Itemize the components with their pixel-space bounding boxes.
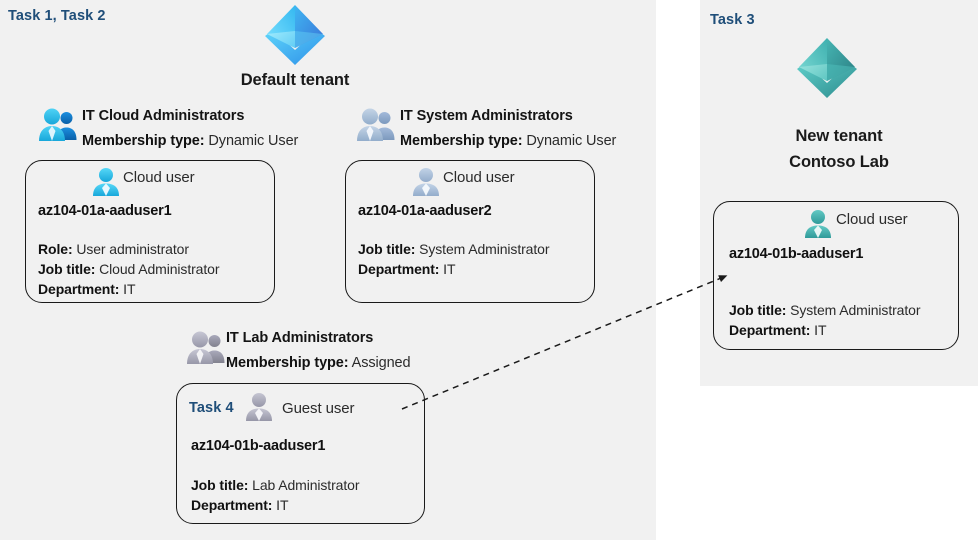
attr-job-title: Job title: System Administrator (358, 241, 550, 257)
attr-job-title-value: System Administrator (790, 302, 921, 318)
user-card-newtenant-az104-01b-aaduser1[interactable]: Cloud user az104-01b-aaduser1 Job title:… (713, 201, 959, 350)
task-label-4: Task 4 (189, 400, 234, 416)
attr-department-label: Department: (729, 322, 811, 338)
attr-job-title: Job title: Lab Administrator (191, 477, 359, 493)
group-users-icon-system-admins (356, 107, 396, 148)
attr-department-label: Department: (358, 261, 440, 277)
attr-job-title-label: Job title: (38, 261, 96, 277)
group-membership-system-admins: Membership type: Dynamic User (400, 133, 616, 149)
attr-job-title-label: Job title: (729, 302, 787, 318)
attr-department-label: Department: (191, 497, 273, 513)
attr-department: Department: IT (358, 261, 456, 277)
attr-job-title-value: Cloud Administrator (99, 261, 220, 277)
group-membership-lab-admins: Membership type: Assigned (226, 355, 411, 371)
user-card-az104-01a-aaduser2[interactable]: Cloud user az104-01a-aaduser2 Job title:… (345, 160, 595, 303)
group-name-it-cloud-administrators: IT Cloud Administrators (82, 108, 245, 124)
attr-department: Department: IT (38, 281, 136, 297)
azure-ad-tenant-icon-default (263, 3, 327, 70)
task-label-3: Task 3 (710, 12, 755, 28)
membership-type-value: Dynamic User (526, 133, 617, 149)
attr-department-value: IT (443, 261, 456, 277)
attr-job-title-label: Job title: (358, 241, 416, 257)
group-name-it-lab-administrators: IT Lab Administrators (226, 330, 374, 346)
user-card-guest-az104-01b-aaduser1[interactable]: Task 4 Guest user az104-01b-aaduser1 Job… (176, 383, 425, 524)
default-tenant-panel (0, 0, 656, 540)
membership-type-label: Membership type: (400, 133, 523, 149)
attr-department-value: IT (123, 281, 136, 297)
group-name-it-system-administrators: IT System Administrators (400, 108, 573, 124)
attr-department-label: Department: (38, 281, 120, 297)
group-membership-cloud-admins: Membership type: Dynamic User (82, 133, 298, 149)
membership-type-value: Assigned (351, 355, 411, 371)
attr-job-title: Job title: Cloud Administrator (38, 261, 220, 277)
cloud-user-icon-aaduser1 (92, 167, 120, 202)
user-kind-guest: Guest user (282, 400, 355, 417)
user-name-newtenant-az104-01b-aaduser1: az104-01b-aaduser1 (729, 246, 864, 262)
group-users-icon-lab-admins (186, 330, 226, 371)
default-tenant-title: Default tenant (240, 71, 350, 89)
group-users-icon-cloud-admins (38, 107, 78, 148)
user-name-guest-az104-01b-aaduser1: az104-01b-aaduser1 (191, 438, 326, 454)
attr-department: Department: IT (729, 322, 827, 338)
user-kind-aaduser1: Cloud user (123, 169, 195, 186)
attr-role-value: User administrator (76, 241, 189, 257)
new-tenant-title-line1: New tenant (795, 127, 883, 145)
user-name-az104-01a-aaduser1: az104-01a-aaduser1 (38, 203, 172, 219)
task-label-1-2: Task 1, Task 2 (8, 8, 106, 24)
attr-job-title: Job title: System Administrator (729, 302, 921, 318)
attr-department-value: IT (276, 497, 289, 513)
attr-job-title-label: Job title: (191, 477, 249, 493)
attr-job-title-value: System Administrator (419, 241, 550, 257)
attr-department: Department: IT (191, 497, 289, 513)
cloud-user-icon-newtenant (804, 209, 832, 244)
guest-user-icon (245, 392, 273, 427)
user-kind-newtenant: Cloud user (836, 211, 908, 228)
cloud-user-icon-aaduser2 (412, 167, 440, 202)
new-tenant-title-line2: Contoso Lab (789, 153, 889, 171)
attr-job-title-value: Lab Administrator (252, 477, 360, 493)
membership-type-label: Membership type: (82, 133, 205, 149)
user-card-az104-01a-aaduser1[interactable]: Cloud user az104-01a-aaduser1 Role: User… (25, 160, 275, 303)
attr-department-value: IT (814, 322, 827, 338)
membership-type-value: Dynamic User (208, 133, 299, 149)
user-kind-aaduser2: Cloud user (443, 169, 515, 186)
attr-role-label: Role: (38, 241, 73, 257)
user-name-az104-01a-aaduser2: az104-01a-aaduser2 (358, 203, 492, 219)
membership-type-label: Membership type: (226, 355, 349, 371)
attr-role: Role: User administrator (38, 241, 189, 257)
azure-ad-tenant-icon-new (795, 36, 859, 103)
